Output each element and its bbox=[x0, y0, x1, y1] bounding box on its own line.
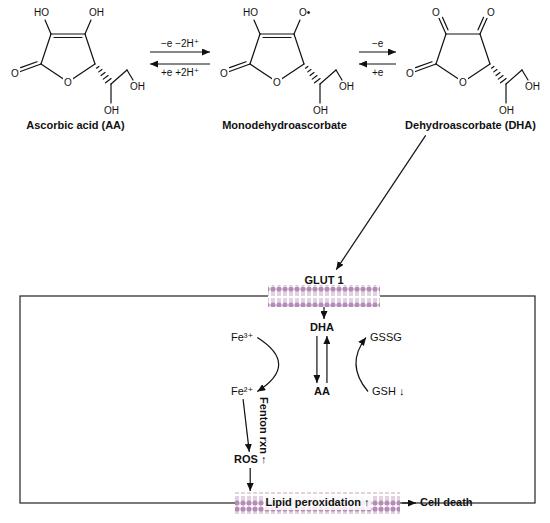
atom-label: O bbox=[486, 7, 496, 18]
reaction-arrow bbox=[336, 135, 425, 269]
molecule-node: Monodehydroascorbate bbox=[212, 2, 357, 134]
atom-label: O bbox=[431, 7, 441, 18]
species-node: Cell death bbox=[418, 495, 475, 510]
species-node: GSSG bbox=[368, 330, 404, 345]
membrane-ground bbox=[268, 285, 380, 307]
reaction-arrow bbox=[316, 336, 317, 383]
edge-label: +e bbox=[371, 67, 384, 78]
atom-label: O bbox=[63, 77, 73, 88]
reaction-arrow bbox=[150, 51, 210, 52]
species-label: Cell death bbox=[418, 495, 475, 510]
atom-label: HO bbox=[33, 7, 50, 18]
reaction-arrow bbox=[250, 468, 251, 491]
atom-label: O bbox=[219, 68, 229, 79]
reaction-label: Fenton rxn bbox=[257, 396, 270, 455]
molecule-node: Ascorbic acid (AA) bbox=[3, 2, 148, 134]
edge-label: +e +2H⁺ bbox=[160, 67, 200, 78]
species-node: Fe²⁺ bbox=[229, 384, 255, 399]
molecule-structure bbox=[398, 2, 543, 118]
species-label: GLUT 1 bbox=[302, 273, 345, 288]
molecule-name: Ascorbic acid (AA) bbox=[3, 118, 148, 133]
species-label: AA bbox=[312, 384, 332, 399]
atom-label: OH bbox=[103, 105, 120, 116]
membrane-node: Lipid peroxidation ↑ bbox=[235, 492, 400, 514]
lipid-bilayer bbox=[235, 492, 400, 514]
atom-label: O bbox=[405, 68, 415, 79]
edge-label: −e bbox=[371, 38, 384, 49]
species-label: Lipid peroxidation ↑ bbox=[264, 495, 372, 510]
reaction-arrow bbox=[323, 307, 324, 319]
atom-label: OH bbox=[129, 81, 146, 92]
species-label: Fe³⁺ bbox=[229, 330, 255, 345]
cell-outline bbox=[20, 296, 535, 503]
species-label: GSH ↓ bbox=[370, 384, 406, 399]
species-node: GLUT 1 bbox=[268, 270, 380, 306]
species-label: DHA bbox=[308, 320, 336, 335]
reaction-arrow bbox=[356, 338, 368, 392]
atom-label: OH bbox=[524, 81, 541, 92]
species-node: Fe³⁺ bbox=[229, 330, 255, 345]
reaction-arrow bbox=[150, 63, 210, 64]
atom-label: OH bbox=[312, 105, 329, 116]
species-node: GSH ↓ bbox=[370, 384, 406, 399]
atom-label: O bbox=[10, 68, 20, 79]
molecule-name: Monodehydroascorbate bbox=[212, 118, 357, 133]
reaction-arrow bbox=[326, 336, 327, 383]
reaction-arrow bbox=[257, 338, 278, 392]
edge-label: −e −2H⁺ bbox=[160, 38, 200, 49]
molecule-name: Dehydroascorbate (DHA) bbox=[398, 118, 543, 133]
reaction-arrow bbox=[402, 502, 416, 503]
molecule-structure bbox=[212, 2, 357, 118]
species-node: AA bbox=[312, 384, 332, 399]
species-label: Fe²⁺ bbox=[229, 384, 255, 399]
atom-label: OH bbox=[498, 105, 515, 116]
lipid-bilayer bbox=[268, 285, 380, 307]
molecule-structure bbox=[3, 2, 148, 118]
species-label: GSSG bbox=[368, 330, 404, 345]
reaction-arrow bbox=[243, 399, 249, 452]
atom-label: O bbox=[272, 77, 282, 88]
atom-label: O bbox=[458, 77, 468, 88]
species-node: DHA bbox=[308, 320, 336, 335]
atom-label: OH bbox=[88, 7, 105, 18]
atom-label: O• bbox=[298, 7, 311, 18]
reaction-arrow bbox=[359, 51, 396, 52]
atom-label: OH bbox=[338, 81, 355, 92]
atom-label: HO bbox=[242, 7, 259, 18]
reaction-arrow bbox=[359, 63, 396, 64]
membrane-ground bbox=[235, 492, 400, 514]
molecule-node: Dehydroascorbate (DHA) bbox=[398, 2, 543, 134]
